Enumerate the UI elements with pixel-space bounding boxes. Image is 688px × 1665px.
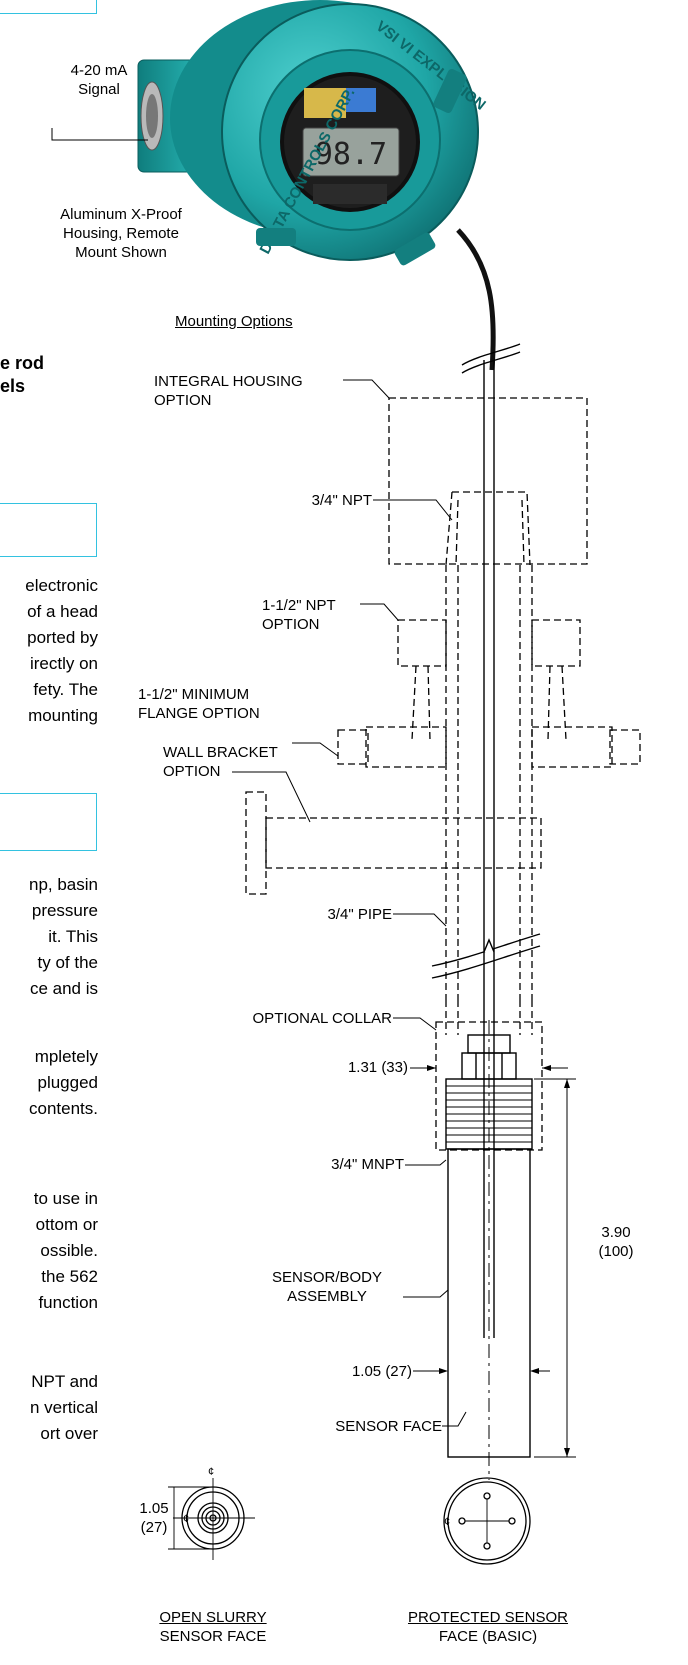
housing-photo: 98.7 DELTA CONTROLS CORP. VSI VI EXPLOSI… [137,0,496,371]
display-reading: 98.7 [315,137,387,172]
label-dim-131: 1.31 (33) [347,1059,408,1076]
mounting-options-dashed [245,397,641,1151]
leader-lines [51,128,467,1427]
label-3-4-pipe: 3/4" PIPE [327,906,392,923]
protected-sensor-face-view [443,1477,531,1565]
dimension-lines [410,1067,576,1458]
label-3-4-mnpt: 3/4" MNPT [331,1156,404,1173]
open-slurry-face-view [168,1478,255,1560]
label-dim-390: 3.90(100) [598,1224,634,1260]
svg-text:¢: ¢ [444,1516,450,1528]
svg-text:¢: ¢ [208,1466,214,1478]
svg-text:¢: ¢ [183,1513,189,1525]
section-box-lower [0,793,97,851]
label-mounting-options: Mounting Options [175,313,293,330]
label-dim-105-small: 1.05(27) [139,1500,169,1536]
label-sensor-face: SENSOR FACE [335,1418,442,1435]
section-box-mid [0,503,97,557]
label-optional-collar: OPTIONAL COLLAR [252,1010,392,1027]
centerline-symbols: ¢ ¢ ¢ [183,1466,450,1528]
label-3-4-npt: 3/4" NPT [311,492,372,509]
section-box-top [0,0,97,14]
dimension-arrows [427,1065,570,1457]
pipe-break [431,933,541,979]
label-dim-105: 1.05 (27) [351,1363,412,1380]
